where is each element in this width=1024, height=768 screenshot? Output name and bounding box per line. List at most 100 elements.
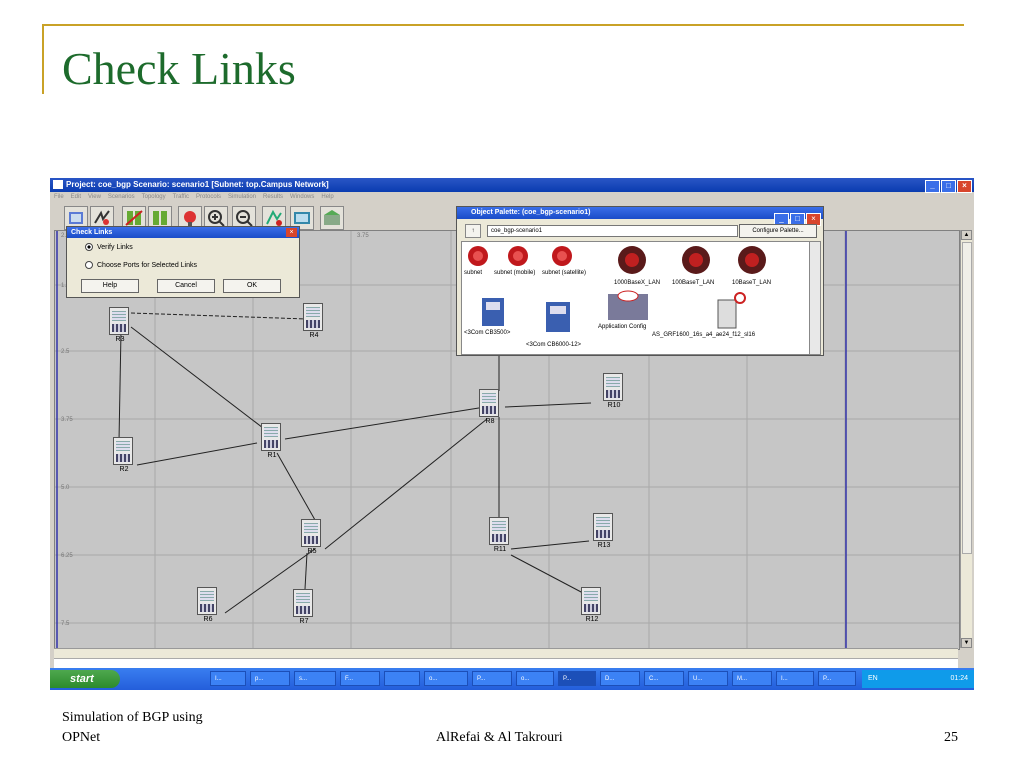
verify-links-option[interactable]: Verify Links (85, 243, 133, 251)
router-node-r8[interactable]: R8 (477, 389, 503, 425)
window-title: Project: coe_bgp Scenario: scenario1 [Su… (66, 180, 329, 189)
link-r1-r5 (276, 452, 320, 528)
tick-left-5: 6.25 (61, 553, 73, 559)
router-icon (593, 513, 613, 541)
taskbar-item[interactable]: o... (516, 671, 554, 686)
menu-protocols[interactable]: Protocols (195, 194, 221, 200)
taskbar-item[interactable] (384, 671, 420, 686)
maximize-icon[interactable]: □ (941, 180, 956, 193)
router-label: R10 (607, 402, 621, 409)
configure-palette-button[interactable]: Configure Palette... (739, 224, 817, 238)
dialog-title: Check Links (67, 227, 299, 238)
taskbar-item[interactable]: M... (732, 671, 772, 686)
taskbar-item[interactable]: P... (472, 671, 512, 686)
router-node-r7[interactable]: R7 (291, 589, 317, 625)
taskbar-item[interactable]: F... (340, 671, 380, 686)
palette-up-button[interactable]: ↑ (465, 224, 481, 238)
taskbar-item[interactable]: U... (688, 671, 728, 686)
radio-icon[interactable] (85, 261, 93, 269)
taskbar-item-active[interactable]: P... (558, 671, 596, 686)
windows-taskbar: start I... p... s... F... o... P... o...… (50, 668, 974, 690)
menu-help[interactable]: Help (321, 194, 334, 200)
lan-10-icon (738, 246, 766, 274)
router-node-r2[interactable]: R2 (111, 437, 137, 473)
help-button[interactable]: Help (81, 279, 139, 293)
router-node-r5[interactable]: R5 (299, 519, 325, 555)
link-r5-r6 (224, 548, 316, 614)
link-r2-r1 (136, 442, 258, 466)
taskbar-item[interactable]: p... (250, 671, 290, 686)
switch-cb3500-icon (482, 298, 504, 326)
taskbar-item[interactable]: s... (294, 671, 336, 686)
taskbar-item[interactable]: o... (424, 671, 468, 686)
menu-windows[interactable]: Windows (290, 194, 315, 200)
router-node-r1[interactable]: R1 (259, 423, 285, 459)
router-node-r13[interactable]: R13 (591, 513, 617, 549)
tick-top-1: 2. (61, 233, 67, 239)
palette-label-subnet-satellite: subnet (satellite) (542, 270, 587, 276)
router-node-r4[interactable]: R4 (301, 303, 327, 339)
as-grf1600-icon (717, 292, 746, 329)
router-icon (303, 303, 323, 331)
link-r3-r1 (130, 326, 268, 432)
menu-edit[interactable]: Edit (70, 194, 82, 200)
router-node-r6[interactable]: R6 (195, 587, 221, 623)
link-r3-r2 (118, 330, 122, 442)
menu-view[interactable]: View (88, 194, 101, 200)
router-label: R4 (309, 332, 319, 339)
web-report-icon[interactable] (320, 206, 344, 230)
menu-traffic[interactable]: Traffic (172, 194, 189, 200)
menu-topology[interactable]: Topology (141, 194, 166, 200)
slide-left-rule (42, 24, 44, 94)
taskbar-item[interactable]: C... (644, 671, 684, 686)
menu-simulation[interactable]: Simulation (228, 194, 257, 200)
palette-select[interactable]: coe_bgp-scenario1 (487, 225, 738, 237)
router-node-r3[interactable]: R3 (107, 307, 133, 343)
scroll-down-icon[interactable]: ▼ (961, 638, 972, 648)
link-r11-r13 (510, 540, 590, 550)
scroll-thumb[interactable] (962, 242, 972, 554)
opnet-app-icon (53, 180, 63, 189)
link-lines (118, 312, 592, 614)
minimize-icon[interactable]: _ (925, 180, 940, 193)
cancel-button[interactable]: Cancel (157, 279, 215, 293)
taskbar-item[interactable]: I... (776, 671, 814, 686)
link-r10-r8 (504, 402, 592, 408)
close-icon[interactable]: × (957, 180, 972, 193)
router-icon (261, 423, 281, 451)
vertical-scrollbar[interactable]: ▲ ▼ (960, 230, 972, 648)
scroll-up-icon[interactable]: ▲ (961, 230, 972, 240)
router-label: R12 (585, 616, 599, 623)
choose-ports-option[interactable]: Choose Ports for Selected Links (85, 261, 197, 269)
router-label: R2 (119, 466, 129, 473)
dialog-close-icon[interactable]: × (286, 228, 297, 237)
router-label: R8 (485, 418, 495, 425)
router-node-r11[interactable]: R11 (487, 517, 513, 553)
horizontal-scrollbar[interactable] (54, 648, 958, 659)
palette-label-app-config: Application Config (598, 324, 647, 330)
palette-scrollbar[interactable] (809, 241, 821, 355)
language-indicator[interactable]: EN (868, 675, 878, 682)
taskbar-item[interactable]: D... (600, 671, 640, 686)
palette-icons (468, 246, 766, 332)
link-r5-r7 (304, 552, 308, 590)
start-button[interactable]: start (50, 670, 120, 688)
palette-title: Object Palette: (coe_bgp-scenario1) (457, 207, 823, 219)
page-number: 25 (944, 730, 958, 745)
menu-results[interactable]: Results (263, 194, 284, 200)
router-icon (603, 373, 623, 401)
router-node-r10[interactable]: R10 (601, 373, 627, 409)
toolbar (50, 204, 974, 230)
lan-1000-icon (618, 246, 646, 274)
radio-selected-icon[interactable] (85, 243, 93, 251)
menu-scenarios[interactable]: Scenarios (107, 194, 135, 200)
ok-button[interactable]: OK (223, 279, 281, 293)
taskbar-item[interactable]: I... (210, 671, 246, 686)
router-label: R3 (115, 336, 125, 343)
slide-top-rule (42, 24, 964, 26)
taskbar-item[interactable]: P... (818, 671, 856, 686)
router-label: R1 (267, 452, 277, 459)
router-node-r12[interactable]: R12 (579, 587, 605, 623)
palette-label-cb3500: <3Com CB3500> (464, 330, 511, 336)
menu-file[interactable]: File (54, 194, 64, 200)
